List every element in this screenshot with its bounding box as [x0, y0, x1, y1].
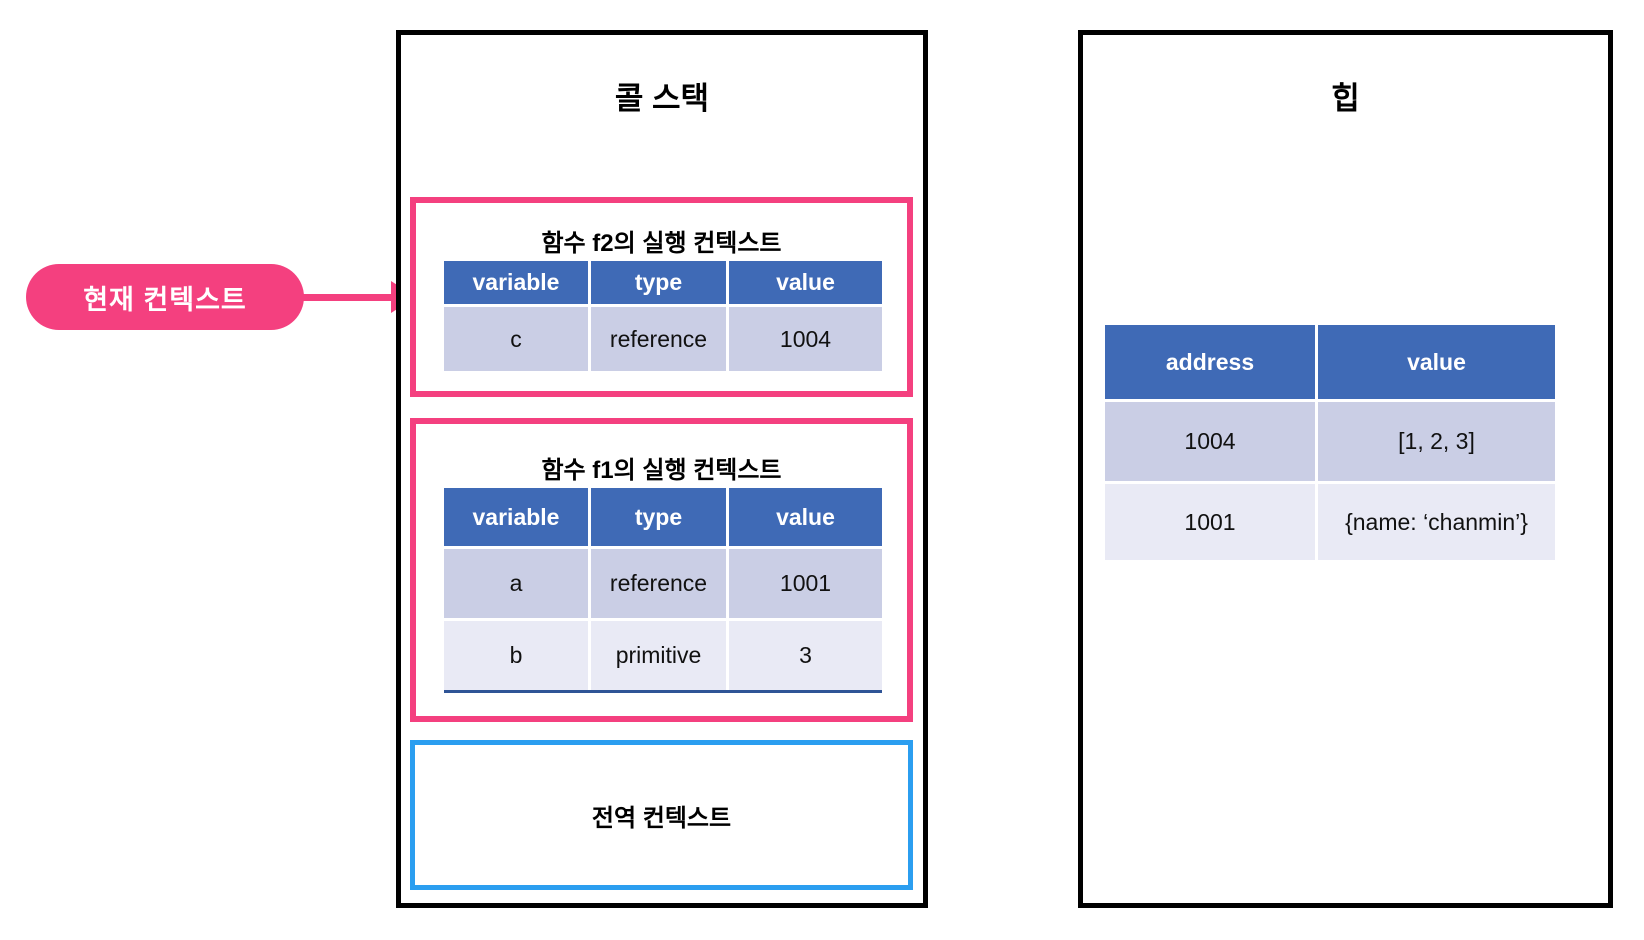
call-stack-panel: 콜 스택 함수 f2의 실행 컨텍스트 variable type value … [396, 30, 928, 908]
current-context-pill: 현재 컨텍스트 [26, 264, 304, 330]
heap-title: 힙 [1331, 81, 1360, 116]
heap-header-value: value [1318, 325, 1555, 399]
call-stack-title: 콜 스택 [614, 81, 710, 116]
f2-context-title: 함수 f2의 실행 컨텍스트 [541, 230, 782, 257]
f1-cell-value-a: 1001 [729, 549, 882, 618]
f2-header-variable: variable [444, 261, 588, 304]
f2-cell-variable-c: c [444, 307, 588, 371]
heap-panel: 힙 address value 1004 [1, 2, 3] 1001 {nam… [1078, 30, 1613, 908]
f1-cell-variable-b: b [444, 621, 588, 690]
current-context-arrow-line [303, 294, 395, 301]
heap-cell-value-1001: {name: ‘chanmin’} [1318, 484, 1555, 560]
heap-header-address: address [1105, 325, 1315, 399]
f1-cell-type-a: reference [591, 549, 726, 618]
f1-cell-value-b: 3 [729, 621, 882, 690]
global-context-box: 전역 컨텍스트 [410, 740, 913, 890]
f2-execution-context-box: 함수 f2의 실행 컨텍스트 variable type value c ref… [410, 197, 913, 397]
f2-cell-value-c: 1004 [729, 307, 882, 371]
current-context-label: 현재 컨텍스트 [83, 284, 247, 315]
f1-context-title: 함수 f1의 실행 컨텍스트 [541, 457, 782, 484]
f1-variables-table: variable type value a reference 1001 b p… [444, 488, 882, 693]
f1-header-value: value [729, 488, 882, 546]
heap-cell-address-1001: 1001 [1105, 484, 1315, 560]
f1-cell-variable-a: a [444, 549, 588, 618]
f2-cell-type-c: reference [591, 307, 726, 371]
global-context-label: 전역 컨텍스트 [591, 804, 732, 832]
heap-table: address value 1004 [1, 2, 3] 1001 {name:… [1105, 325, 1555, 560]
f1-execution-context-box: 함수 f1의 실행 컨텍스트 variable type value a ref… [410, 418, 913, 722]
heap-cell-address-1004: 1004 [1105, 402, 1315, 481]
f1-cell-type-b: primitive [591, 621, 726, 690]
f2-header-value: value [729, 261, 882, 304]
f2-header-type: type [591, 261, 726, 304]
f2-variables-table: variable type value c reference 1004 [444, 261, 882, 371]
f1-header-type: type [591, 488, 726, 546]
heap-cell-value-1004: [1, 2, 3] [1318, 402, 1555, 481]
f1-header-variable: variable [444, 488, 588, 546]
